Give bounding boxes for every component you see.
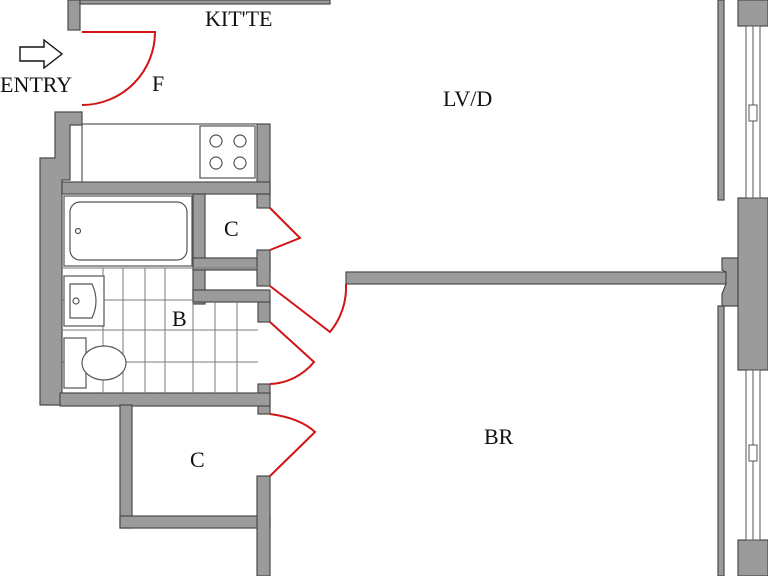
right-arrow-icon <box>19 38 64 70</box>
wall-top-left-stub <box>67 0 81 31</box>
drain-icon <box>74 227 82 235</box>
label-closet-upper: C <box>224 216 239 241</box>
hall-door <box>269 283 348 334</box>
label-entry: ENTRY <box>0 72 72 97</box>
closet-lower-door <box>269 413 317 477</box>
bath-door <box>269 321 316 385</box>
wall-closet-upper-right-a <box>256 193 271 209</box>
burner-icon <box>209 134 223 148</box>
faucet-icon <box>72 297 80 305</box>
label-bedroom: BR <box>484 424 514 449</box>
wall-closet-lower-bottom <box>119 515 271 529</box>
burner-icon <box>233 134 247 148</box>
wall-closet-upper-left <box>192 193 206 305</box>
wall-bath-top <box>61 181 271 195</box>
wall-top-kitchen <box>79 0 331 5</box>
bathroom <box>62 195 258 393</box>
wall-east-top <box>737 0 768 27</box>
wall-closet-lower-right <box>256 475 271 576</box>
doors <box>81 31 348 477</box>
wall-east-thin-b <box>717 305 725 576</box>
closet-upper-door <box>269 207 302 251</box>
burner-icon <box>209 156 223 170</box>
wall-partition <box>345 271 727 285</box>
label-closet-lower: C <box>190 447 205 472</box>
wall-bath-divider <box>192 289 271 303</box>
wall-bath-bottom <box>59 392 271 407</box>
label-living-dining: LV/D <box>443 86 492 111</box>
burner-icon <box>233 156 247 170</box>
stove <box>199 125 256 179</box>
label-bath: B <box>172 306 187 331</box>
walls <box>39 0 768 576</box>
label-kitchen: KIT'TE <box>205 6 273 31</box>
toilet-bowl <box>81 345 127 381</box>
kitchen-counter <box>81 123 258 183</box>
windows <box>745 25 761 541</box>
wall-bath-right-a <box>257 299 271 323</box>
wall-east-thin-a <box>717 0 725 201</box>
wall-closet-lower-left <box>119 404 133 529</box>
label-foyer: F <box>152 71 164 96</box>
entry-door <box>81 31 157 106</box>
wall-east-mid <box>737 197 768 371</box>
wall-closet-upper-right-b <box>256 249 271 287</box>
wall-east-bottom <box>737 539 768 576</box>
